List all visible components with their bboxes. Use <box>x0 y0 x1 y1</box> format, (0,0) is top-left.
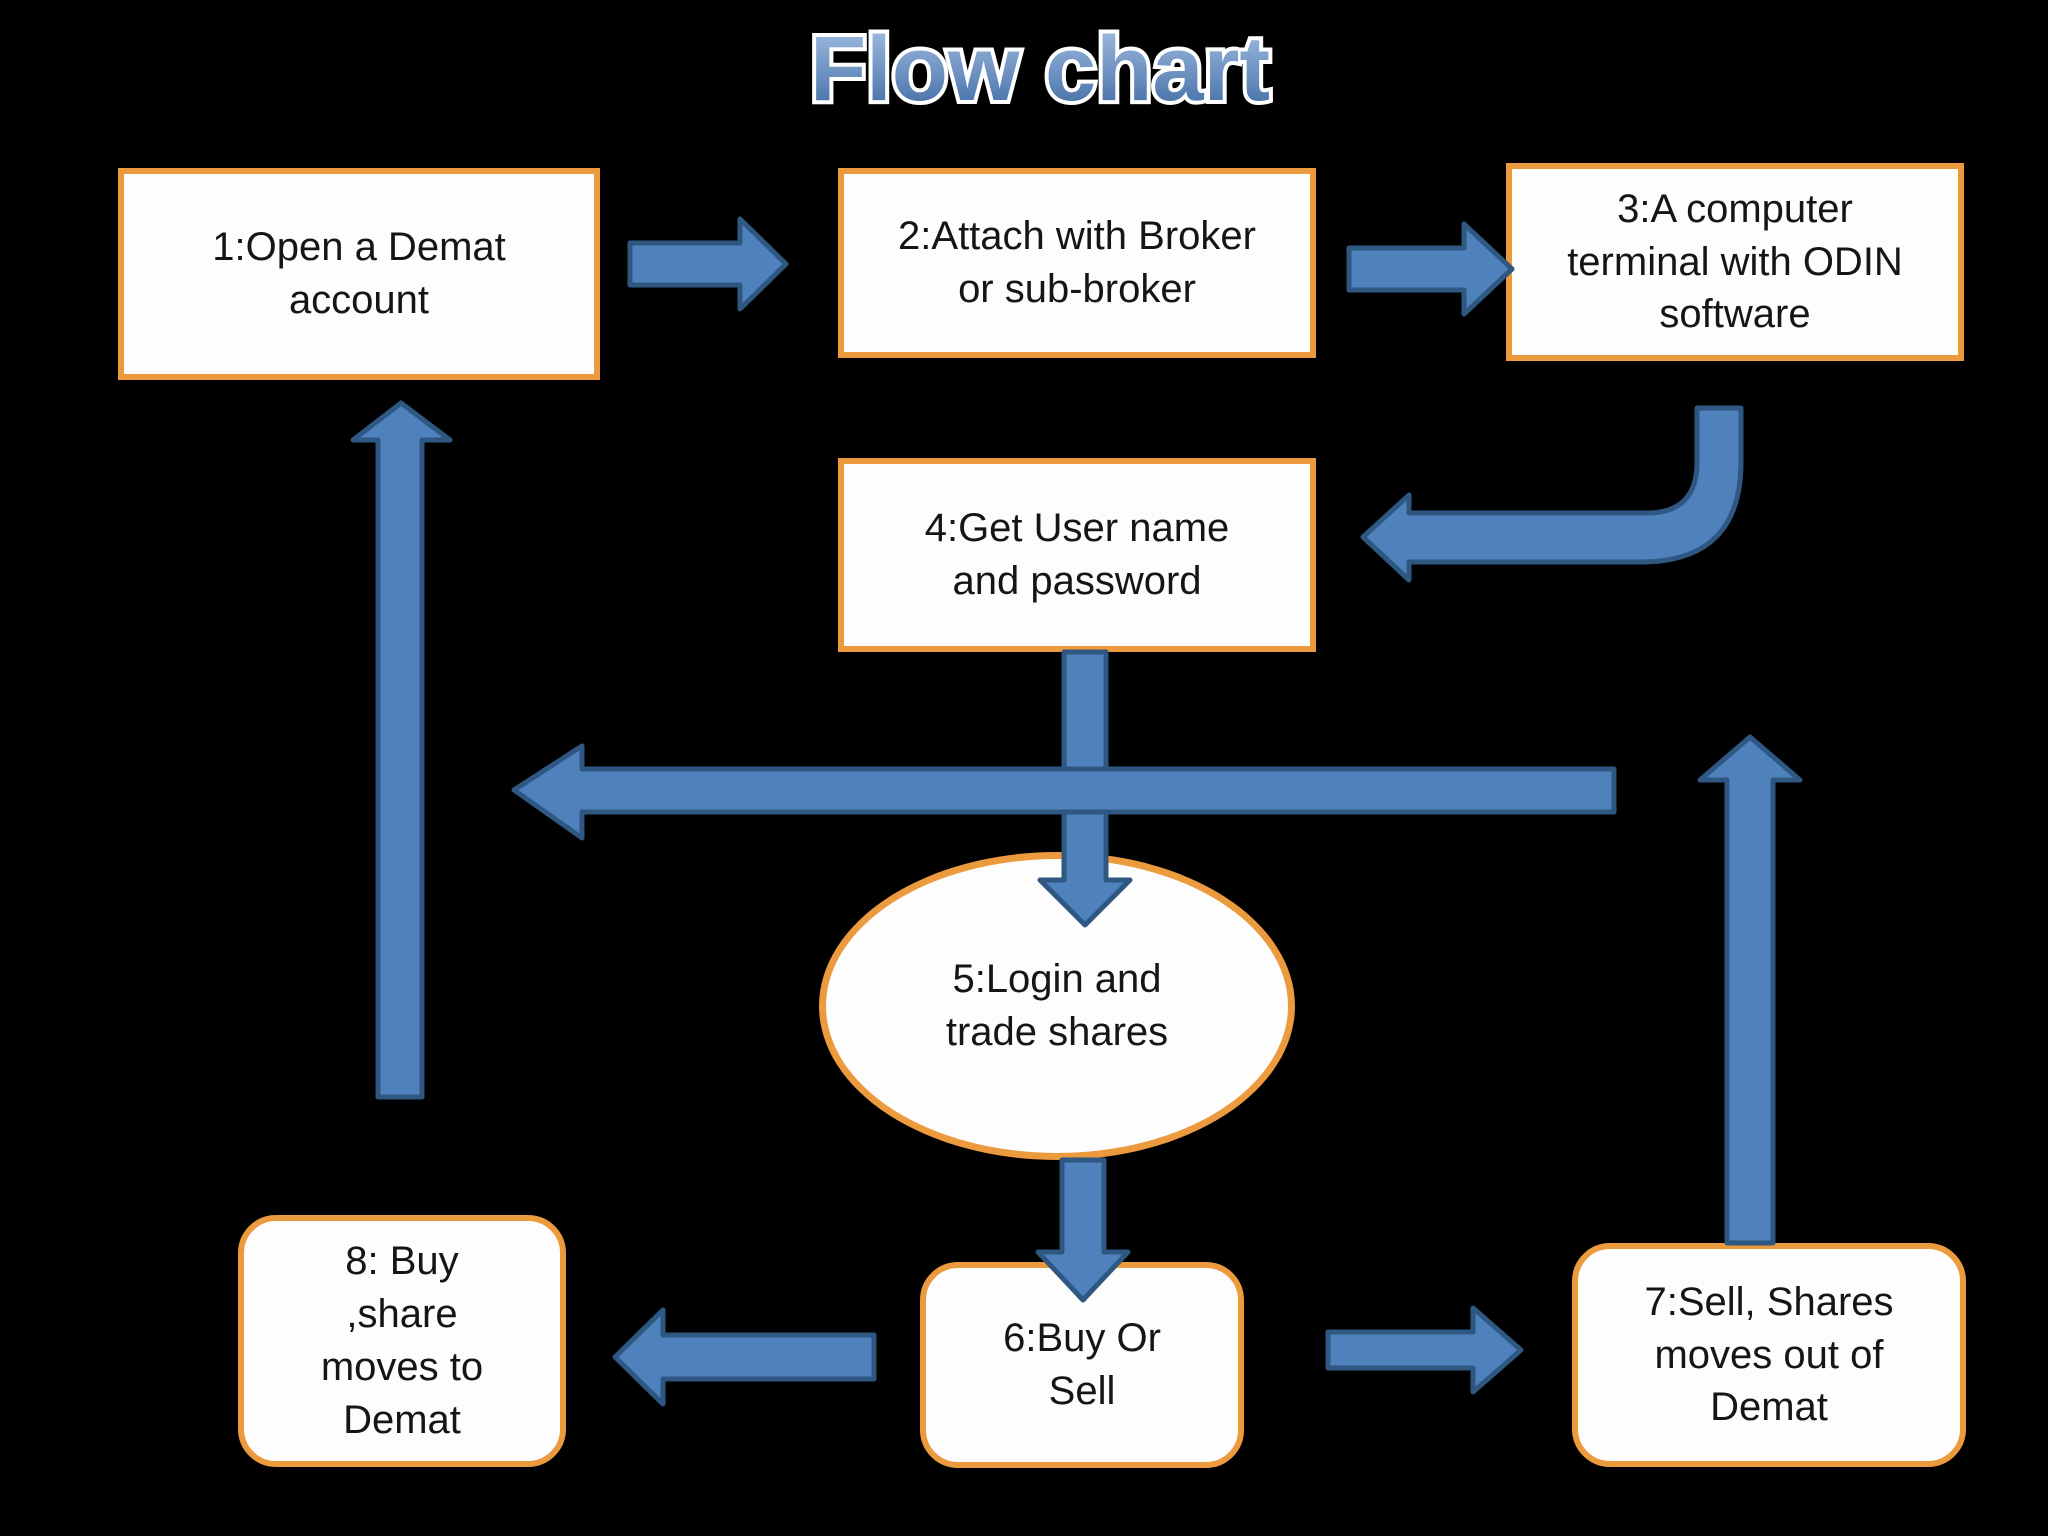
arrow-up-to-1 <box>350 400 453 1100</box>
flow-step-4-label: 4:Get User name and password <box>924 506 1230 603</box>
page-title: Flow chart <box>810 18 1270 120</box>
flow-step-8-label: 8: Buy ,share moves to Demat <box>320 1239 484 1442</box>
flow-step-8-buy-share-moves-to-demat: 8: Buy ,share moves to Demat <box>238 1215 566 1467</box>
flow-step-4-get-username-password: 4:Get User name and password <box>838 458 1316 652</box>
flow-step-6-buy-or-sell: 6:Buy Or Sell <box>920 1262 1244 1468</box>
flow-step-3-computer-terminal-odin: 3:A computer terminal with ODIN software <box>1506 163 1964 361</box>
flow-step-1-label: 1:Open a Demat account <box>212 225 506 322</box>
flow-step-2-label: 2:Attach with Broker or sub-broker <box>898 214 1256 311</box>
flow-step-7-label: 7:Sell, Shares moves out of Demat <box>1644 1279 1894 1430</box>
flow-step-5-label: 5:Login and trade shares <box>945 957 1169 1054</box>
arrow-7-up <box>1697 734 1803 1246</box>
flow-step-6-label: 6:Buy Or Sell <box>1003 1316 1161 1413</box>
chart-title-graphic: Flow chart <box>806 14 1274 124</box>
arrow-1-to-2 <box>627 216 789 312</box>
flow-step-3-label: 3:A computer terminal with ODIN software <box>1567 186 1903 337</box>
flow-step-7-sell-shares-out-of-demat: 7:Sell, Shares moves out of Demat <box>1572 1243 1966 1467</box>
flow-step-2-attach-broker: 2:Attach with Broker or sub-broker <box>838 168 1316 358</box>
flow-step-1-open-demat-account: 1:Open a Demat account <box>118 168 600 380</box>
arrow-6-to-7 <box>1325 1305 1524 1395</box>
arrow-2-to-3 <box>1346 221 1515 317</box>
arrow-3-to-4-elbow <box>1360 405 1744 583</box>
flow-step-5-login-trade-shares: 5:Login and trade shares <box>819 852 1295 1160</box>
arrow-6-to-8 <box>612 1307 877 1407</box>
arrow-long-left-return <box>511 743 1617 841</box>
